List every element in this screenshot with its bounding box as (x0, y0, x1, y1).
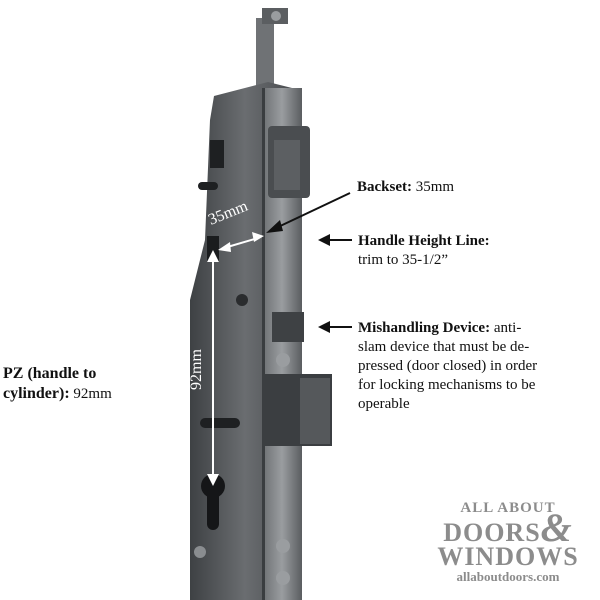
brand-logo: ALL ABOUT DOORS& WINDOWS allaboutdoors.c… (423, 500, 593, 585)
arrow-handle-height (318, 234, 352, 246)
top-rod (256, 8, 288, 96)
pz-title-2: cylinder): (3, 385, 70, 402)
dim-label-pz: 92mm (188, 349, 205, 390)
logo-doors: DOORS (443, 518, 541, 547)
top-latch-shadow (274, 140, 300, 190)
callout-pz: PZ (handle to cylinder): 92mm (3, 364, 183, 404)
handle-height-text: trim to 35-1/2” (358, 252, 448, 268)
pz-value: 92mm (73, 386, 112, 402)
mishandling-text-1: anti- (493, 320, 522, 336)
callout-backset: Backset: 35mm (357, 178, 454, 197)
slot-mid (198, 182, 218, 190)
dim-backset-line (218, 232, 264, 252)
backset-title: Backset: (357, 179, 412, 195)
logo-url: allaboutdoors.com (456, 569, 560, 584)
backset-value: 35mm (415, 179, 455, 195)
screw-1 (276, 353, 290, 367)
handle-height-title: Handle Height Line: (358, 233, 490, 249)
logo-amp: & (540, 505, 573, 550)
screw-bottom (194, 546, 206, 558)
pz-title-1: PZ (handle to (3, 365, 97, 382)
mishandling-text-3: pressed (door closed) in order (358, 358, 538, 374)
logo-line-2: DOORS& (423, 508, 593, 548)
logo-line-3: WINDOWS (437, 542, 579, 571)
callout-handle-height: Handle Height Line: trim to 35-1/2” (358, 232, 490, 270)
mishandling-text-5: operable (358, 396, 410, 412)
screw-2 (276, 539, 290, 553)
slot-lower (200, 418, 240, 428)
mishandling-device (272, 312, 304, 342)
arrow-backset (266, 192, 351, 233)
screw-hole-1 (236, 294, 248, 306)
spindle-square (207, 236, 219, 262)
mishandling-title: Mishandling Device: (358, 320, 491, 336)
slot-top (210, 140, 224, 168)
screw-3 (276, 571, 290, 585)
dim-pz-line (207, 250, 219, 486)
mishandling-text-2: slam device that must be de- (358, 339, 530, 355)
deadbolt-face (300, 378, 330, 444)
mishandling-text-4: for locking mechanisms to be (358, 377, 536, 393)
callout-mishandling: Mishandling Device: anti- slam device th… (358, 319, 594, 414)
logo-line-1: ALL ABOUT (460, 500, 556, 516)
arrow-mishandling (318, 321, 352, 333)
